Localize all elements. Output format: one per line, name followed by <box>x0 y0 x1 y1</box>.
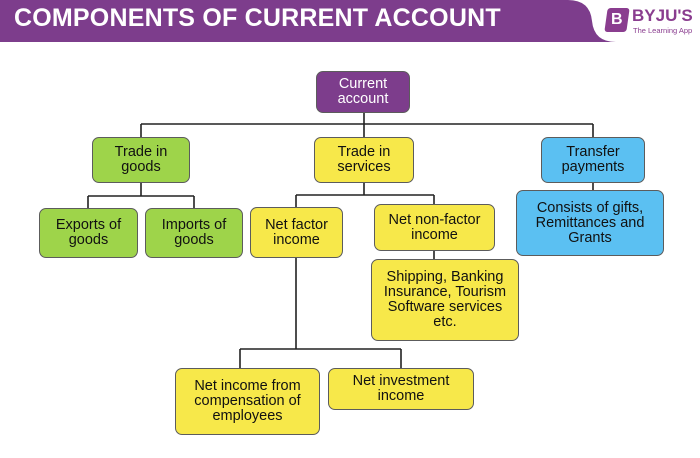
node-non-factor-examples: Shipping, Banking Insurance, Tourism Sof… <box>371 259 519 341</box>
banner-background <box>0 0 616 42</box>
node-net-investment-income: Net investment income <box>328 368 474 410</box>
node-transfer-details: Consists of gifts, Remittances and Grant… <box>516 190 664 256</box>
node-trade-in-services: Trade in services <box>314 137 414 183</box>
node-imports-of-goods: Imports of goods <box>145 208 243 258</box>
node-net-non-factor-income: Net non-factor income <box>374 204 495 251</box>
node-trade-in-goods: Trade in goods <box>92 137 190 183</box>
node-compensation-of-employees: Net income from compensation of employee… <box>175 368 320 435</box>
node-exports-of-goods: Exports of goods <box>39 208 138 258</box>
brand-logo[interactable]: B BYJU'S The Learning App <box>604 6 696 38</box>
node-current-account: Current account <box>316 71 410 113</box>
header-banner: COMPONENTS OF CURRENT ACCOUNT B BYJU'S T… <box>0 0 700 42</box>
logo-name: BYJU'S <box>632 6 693 25</box>
node-net-factor-income: Net factor income <box>250 207 343 258</box>
logo-tagline: The Learning App <box>633 26 693 35</box>
node-transfer-payments: Transfer payments <box>541 137 645 183</box>
page-title: COMPONENTS OF CURRENT ACCOUNT <box>14 4 501 32</box>
